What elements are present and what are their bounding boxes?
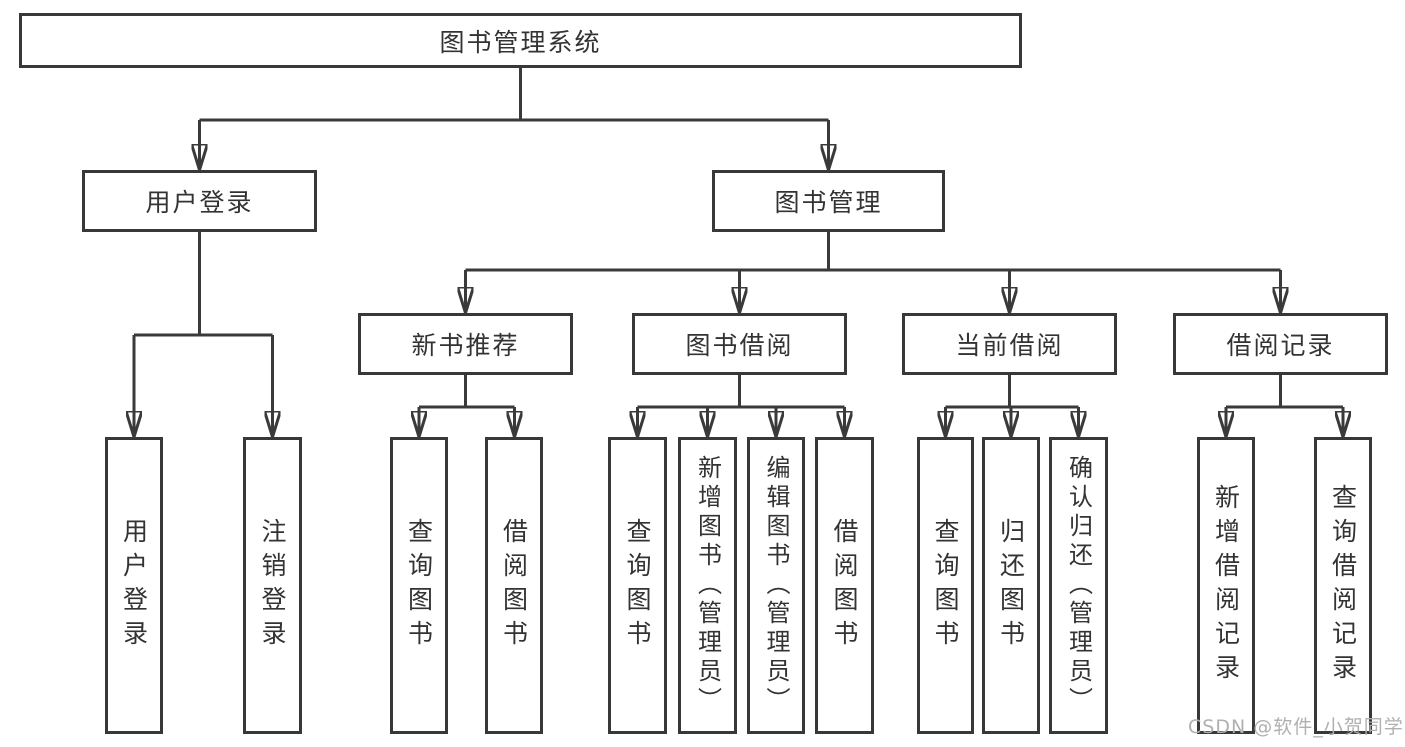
- leaf-query-books-recommend: 查询图书: [390, 437, 448, 734]
- node-library-system-label: 图书管理系统: [439, 27, 602, 57]
- node-borrow-records-label: 借阅记录: [1226, 331, 1335, 360]
- leaf-logout: 注销登录: [243, 437, 302, 734]
- leaf-return-book-label: 归还图书: [996, 517, 1026, 654]
- node-library-system: 图书管理系统: [19, 13, 1022, 68]
- leaf-edit-book-admin: 编辑图书（管理员）: [747, 437, 805, 734]
- leaf-confirm-return-admin-label: 确认归还（管理员）: [1064, 455, 1093, 716]
- leaf-edit-book-admin-label: 编辑图书（管理员）: [762, 455, 790, 716]
- leaf-borrow-books-borrowing-label: 借阅图书: [830, 517, 859, 654]
- leaf-query-books-current-label: 查询图书: [931, 517, 960, 654]
- leaf-query-books-recommend-label: 查询图书: [404, 517, 434, 654]
- node-current-borrowing-label: 当前借阅: [955, 331, 1064, 360]
- leaf-add-book-admin-label: 新增图书（管理员）: [693, 455, 722, 716]
- leaf-add-borrow-record-label: 新增借阅记录: [1211, 483, 1241, 688]
- node-user-login-label: 用户登录: [145, 188, 254, 217]
- leaf-query-books-borrowing: 查询图书: [608, 437, 667, 734]
- leaf-query-borrow-record: 查询借阅记录: [1314, 437, 1372, 734]
- node-user-login: 用户登录: [82, 170, 317, 232]
- leaf-add-book-admin: 新增图书（管理员）: [678, 437, 737, 734]
- leaf-borrow-books-borrowing: 借阅图书: [815, 437, 874, 734]
- leaf-return-book: 归还图书: [982, 437, 1040, 734]
- leaf-borrow-books-recommend: 借阅图书: [485, 437, 543, 734]
- leaf-confirm-return-admin: 确认归还（管理员）: [1049, 437, 1108, 734]
- node-book-management-label: 图书管理: [774, 188, 883, 217]
- leaf-query-books-current: 查询图书: [917, 437, 974, 734]
- node-book-borrowing: 图书借阅: [632, 313, 847, 375]
- csdn-watermark: CSDN @软件_小贺同学: [1188, 716, 1404, 738]
- node-borrow-records: 借阅记录: [1173, 313, 1388, 375]
- node-new-book-recommend: 新书推荐: [358, 313, 573, 375]
- node-book-borrowing-label: 图书借阅: [685, 331, 794, 360]
- leaf-query-books-borrowing-label: 查询图书: [623, 517, 652, 654]
- leaf-borrow-books-recommend-label: 借阅图书: [499, 517, 529, 654]
- node-new-book-recommend-label: 新书推荐: [411, 331, 520, 360]
- leaf-user-login-label: 用户登录: [119, 517, 149, 654]
- node-book-management: 图书管理: [712, 170, 945, 232]
- leaf-user-login: 用户登录: [105, 437, 163, 734]
- leaf-query-borrow-record-label: 查询借阅记录: [1328, 483, 1358, 688]
- leaf-add-borrow-record: 新增借阅记录: [1197, 437, 1255, 734]
- leaf-logout-label: 注销登录: [258, 517, 287, 654]
- node-current-borrowing: 当前借阅: [902, 313, 1117, 375]
